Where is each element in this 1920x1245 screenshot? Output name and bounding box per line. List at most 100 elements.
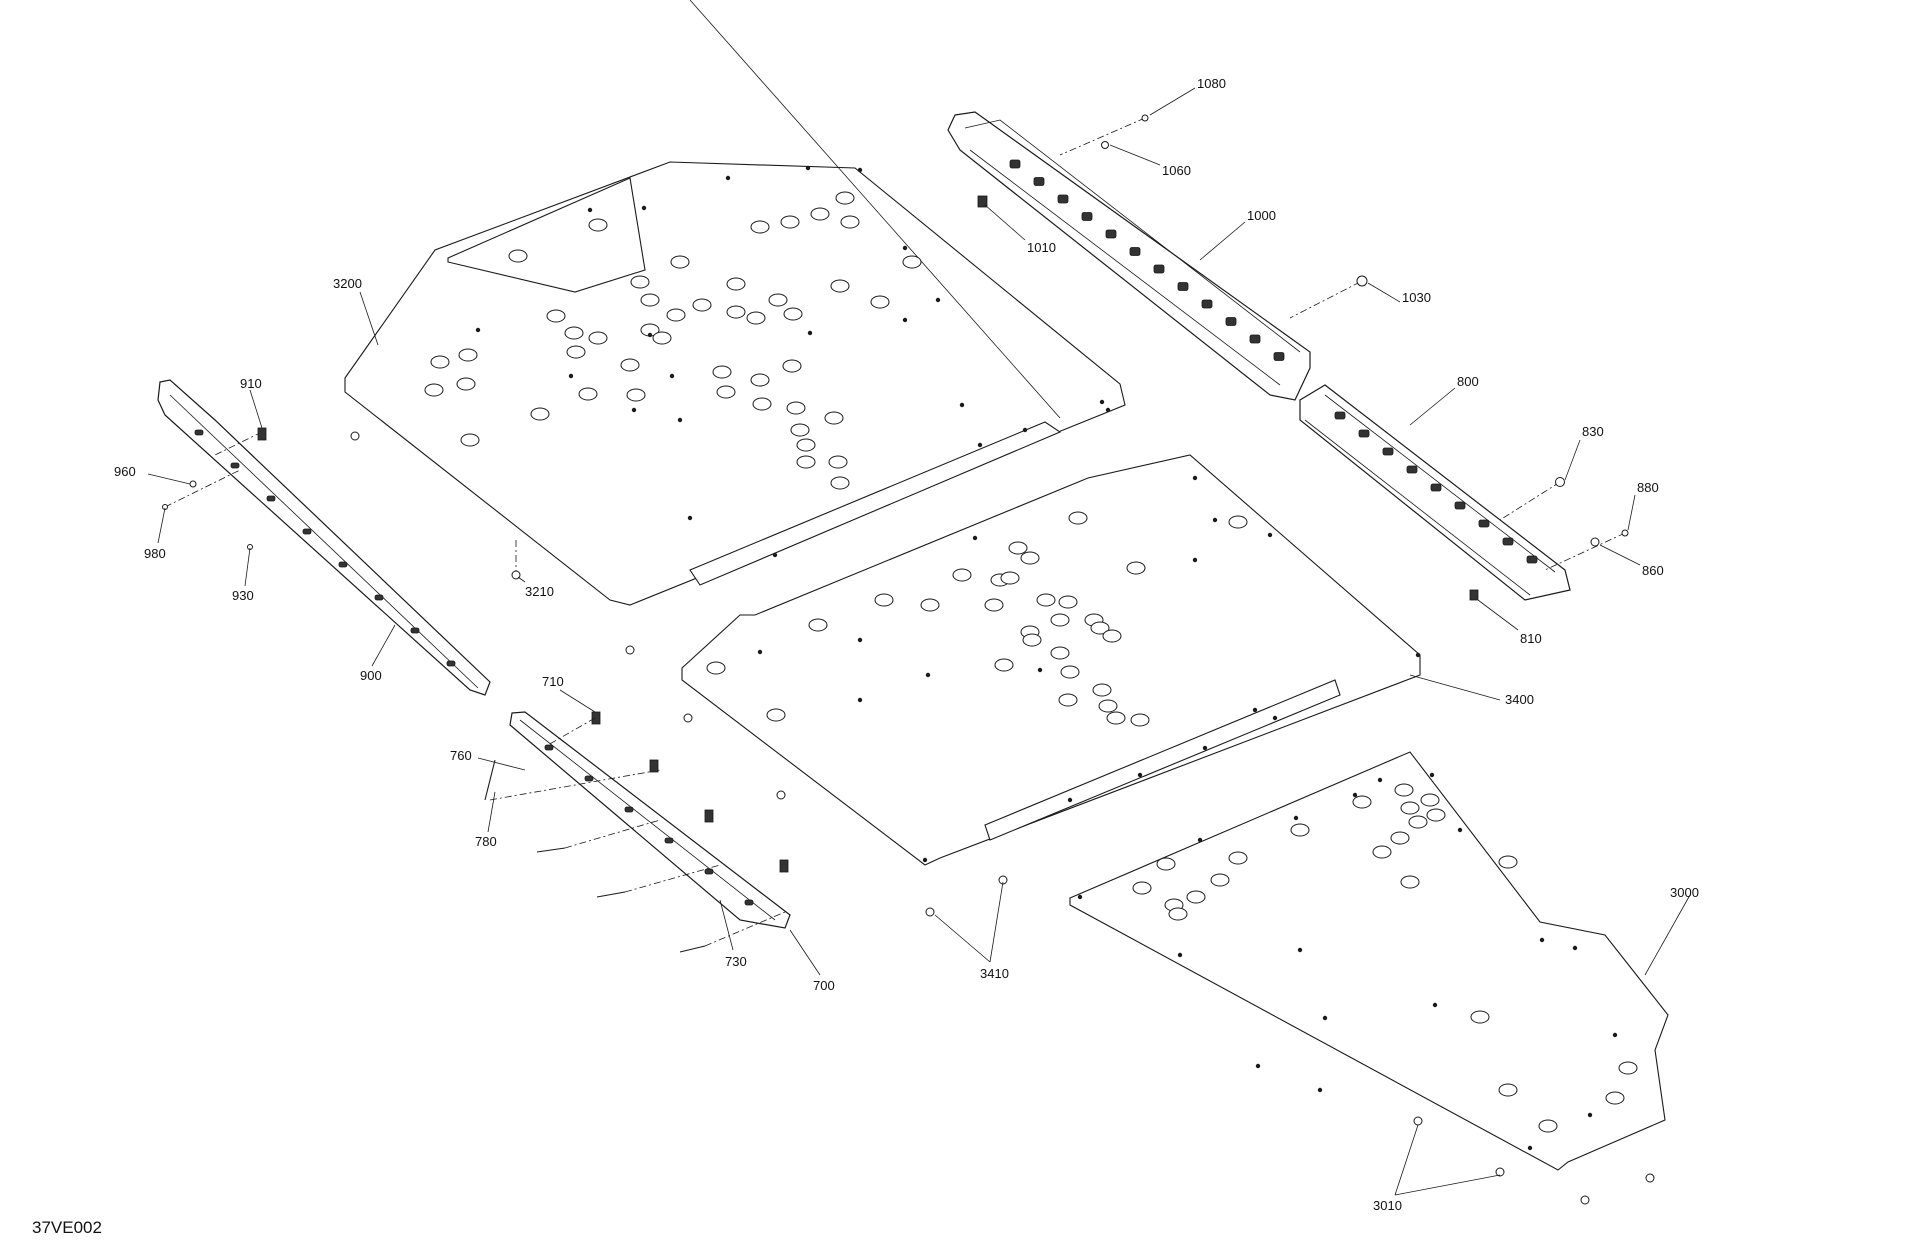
plate-hole (750, 373, 770, 387)
plate-hole (1168, 907, 1188, 921)
rivet-dot (857, 697, 863, 703)
rivet-dot (959, 402, 965, 408)
plate-hole (1000, 571, 1020, 585)
plate-hole (456, 377, 476, 391)
rivet-dot (1252, 707, 1258, 713)
plate-hole (626, 388, 646, 402)
callout-880: 880 (1637, 480, 1659, 495)
plate-hole (780, 215, 800, 229)
rivet-dot (1377, 777, 1383, 783)
rail-detail (446, 660, 456, 667)
rail-detail (1334, 411, 1346, 420)
rail-detail (1201, 299, 1213, 309)
plate-hole (424, 383, 444, 397)
rivet-dot (1457, 827, 1463, 833)
plate-hole (1050, 613, 1070, 627)
plate-hole (768, 293, 788, 307)
plate-hole (984, 598, 1004, 612)
rivet-dot (1067, 797, 1073, 803)
plate-hole (716, 385, 736, 399)
callout-3000: 3000 (1670, 885, 1699, 900)
skid-plate-3000 (1069, 751, 1669, 1171)
rail-detail (1430, 483, 1442, 492)
rivet-dot (807, 330, 813, 336)
rivet-dot (647, 332, 653, 338)
rivet-dot (857, 167, 863, 173)
plate-hole (1058, 693, 1078, 707)
plate-hole (1058, 595, 1078, 609)
plate-hole (994, 658, 1014, 672)
plate-hole (830, 476, 850, 490)
plate-hole (796, 455, 816, 469)
rivet-dot (631, 407, 637, 413)
rivet-dot (725, 175, 731, 181)
rail-detail (1273, 352, 1285, 361)
rail-detail (1009, 159, 1021, 169)
rail-detail (584, 775, 594, 782)
leader-lines (147, 87, 1691, 1196)
plate-hole (706, 661, 726, 675)
side-rail-700 (509, 711, 791, 929)
rivet-dot (1177, 952, 1183, 958)
rail-detail (1358, 429, 1370, 438)
plate-hole (1126, 561, 1146, 575)
callout-3400: 3400 (1505, 692, 1534, 707)
plate-hole (1186, 890, 1206, 904)
rivet-dot (669, 373, 675, 379)
rail-detail (1478, 519, 1490, 528)
plate-hole (530, 407, 550, 421)
plate-hole (1068, 511, 1088, 525)
plate-hole (1400, 801, 1420, 815)
plate-hole (1372, 845, 1392, 859)
plate-hole (666, 308, 686, 322)
rivet-dot (972, 535, 978, 541)
rivet-dot (1192, 557, 1198, 563)
rivet-dot (1322, 1015, 1328, 1021)
rivet-dot (805, 165, 811, 171)
callout-1060: 1060 (1162, 163, 1191, 178)
rivet-dot (1432, 1002, 1438, 1008)
rail-detail (1225, 317, 1237, 326)
rail-detail (1105, 229, 1117, 239)
rail-detail (410, 627, 420, 634)
rail-detail (194, 429, 204, 436)
plate-hole (870, 295, 890, 309)
rivet-dot (1077, 894, 1083, 900)
plate-hole (1394, 783, 1414, 797)
rivet-dot (1612, 1032, 1618, 1038)
plate-hole (564, 326, 584, 340)
plate-hole (1090, 621, 1110, 635)
rivet-dot (1212, 517, 1218, 523)
plate-hole (1470, 1010, 1490, 1024)
rivet-dot (1317, 1087, 1323, 1093)
rivet-dot (977, 442, 983, 448)
plate-hole (726, 277, 746, 291)
rail-detail (1177, 282, 1189, 291)
plate-hole (808, 618, 828, 632)
plate-hole (1106, 711, 1126, 725)
rail-detail (302, 528, 312, 535)
plate-hole (828, 455, 848, 469)
rivet-dot (1429, 772, 1435, 778)
plate-hole (952, 568, 972, 582)
rivet-dot (902, 317, 908, 323)
rivet-dot (1415, 652, 1421, 658)
plate-hole (796, 438, 816, 452)
plate-hole (810, 207, 830, 221)
plate-hole (712, 365, 732, 379)
callout-860: 860 (1642, 563, 1664, 578)
rivet-dot (1587, 1112, 1593, 1118)
plate-hole (458, 348, 478, 362)
rivet-dot (587, 207, 593, 213)
plate-hole (620, 358, 640, 372)
floor-panel-3200 (344, 0, 1126, 606)
plate-hole (1290, 823, 1310, 837)
rivet-dot (1197, 837, 1203, 843)
rail-detail (1081, 212, 1093, 221)
rivet-dot (1297, 947, 1303, 953)
callout-3200: 3200 (333, 276, 362, 291)
rivet-dot (1527, 1145, 1533, 1151)
plate-hole (1538, 1119, 1558, 1133)
plate-hole (766, 708, 786, 722)
plate-hole (786, 401, 806, 415)
